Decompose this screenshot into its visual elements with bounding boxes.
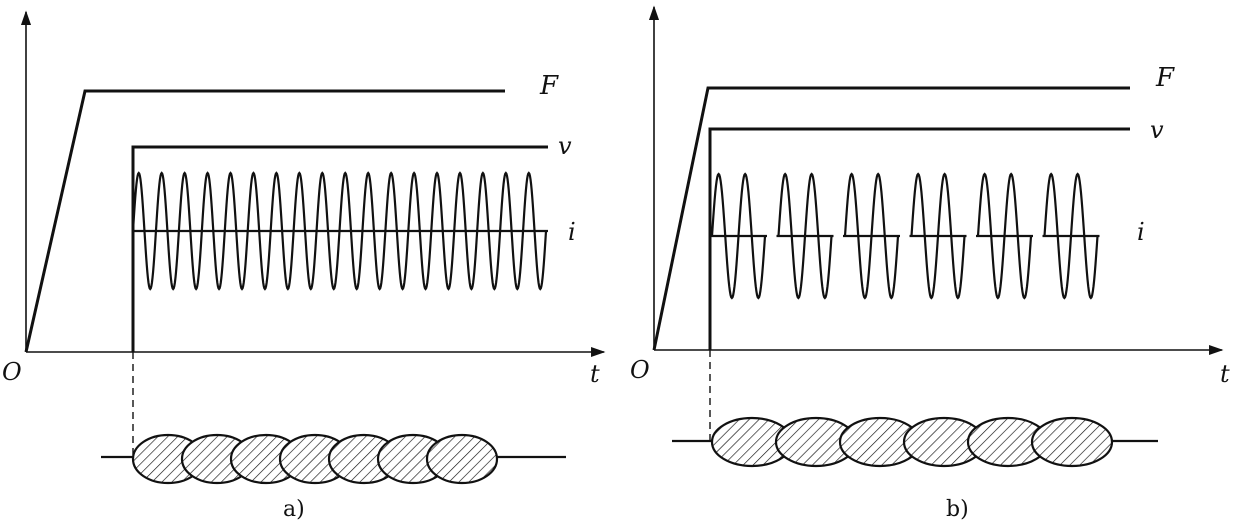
panel-b: F v i O t b) (630, 5, 1230, 522)
panel-b-current-pulse (843, 172, 900, 300)
panel-a-voltage-curve (131, 145, 548, 352)
panel-b-force-label: F (1155, 63, 1175, 93)
panel-b-caption: b) (946, 497, 969, 522)
panel-b-current-pulses (710, 172, 1100, 300)
panel-a-caption: a) (283, 497, 305, 522)
panel-b-origin-label: O (630, 356, 650, 384)
panel-b-voltage-curve (708, 127, 1130, 350)
panel-b-current-pulse (910, 172, 966, 300)
panel-a-time-label: t (590, 360, 600, 388)
panel-b-weld-nuggets (710, 416, 1114, 468)
panel-b-current-pulse (1043, 172, 1099, 300)
panel-b-current-pulse (976, 172, 1033, 300)
panel-a: F v i O t a) (2, 10, 606, 522)
panel-b-weld-nugget (1030, 416, 1114, 468)
panel-a-origin-label: O (2, 358, 22, 386)
panel-b-current-pulse (777, 172, 833, 300)
panel-a-weld-nuggets (131, 433, 499, 485)
panel-a-current-label: i (568, 218, 576, 246)
panel-a-current-wave (131, 171, 548, 291)
panel-a-force-curve (24, 89, 505, 353)
panel-a-force-label: F (539, 71, 559, 101)
panel-b-voltage-label: v (1150, 116, 1164, 144)
panel-b-time-label: t (1220, 360, 1230, 388)
panel-b-current-label: i (1137, 218, 1145, 246)
panel-a-voltage-label: v (558, 132, 572, 160)
panel-b-force-curve (652, 86, 1130, 351)
panel-b-current-pulse (710, 172, 767, 300)
panel-a-weld-nugget (425, 433, 499, 485)
